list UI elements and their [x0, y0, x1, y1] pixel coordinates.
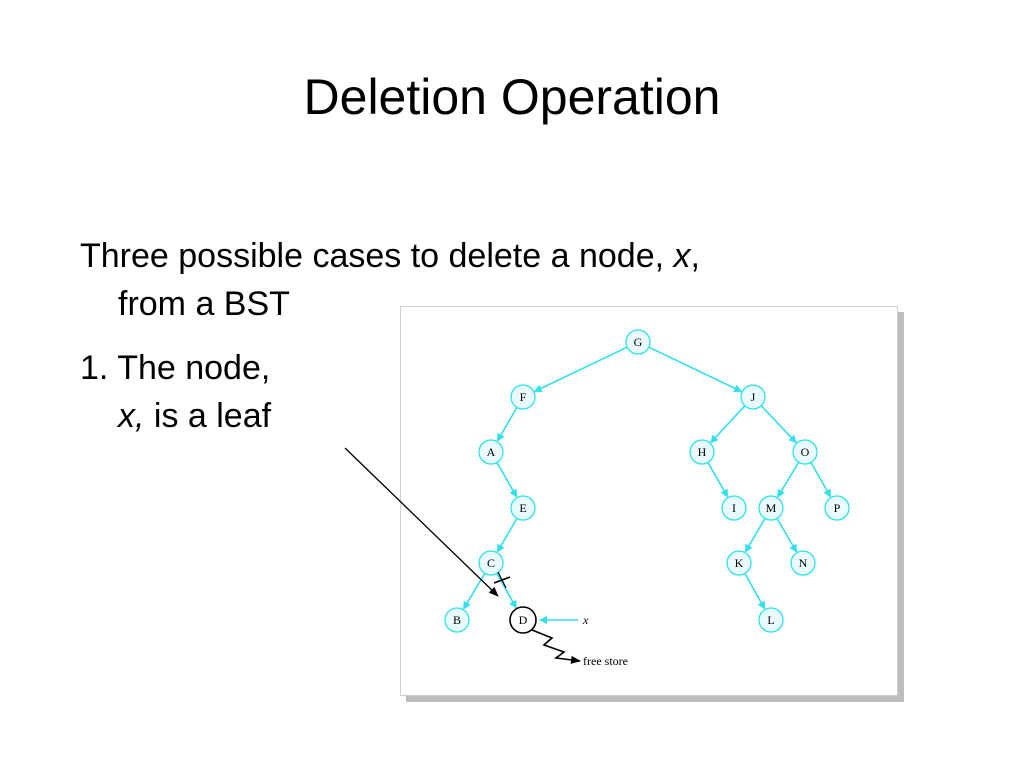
node-j: J: [740, 384, 766, 410]
free-store-arrow: [531, 629, 581, 664]
edge-m-k: [744, 517, 766, 553]
node-label: N: [799, 556, 808, 570]
intro-paragraph: Three possible cases to delete a node, x…: [80, 232, 860, 328]
node-label: F: [520, 390, 527, 404]
node-h: H: [689, 439, 715, 465]
edge-o-m: [777, 461, 800, 498]
node-label: O: [801, 445, 810, 459]
node-label: K: [735, 556, 744, 570]
node-circle: [758, 495, 784, 521]
edge-m-n: [776, 517, 798, 553]
edge-j-o: [760, 405, 797, 444]
node-label: L: [767, 613, 774, 627]
node-circle: [726, 550, 752, 576]
node-circle: [689, 439, 715, 465]
node-m: M: [758, 495, 784, 521]
case-1-paragraph: 1. The node, x, is a leaf: [80, 344, 860, 440]
node-l: L: [758, 607, 784, 633]
tree-edges: [462, 346, 832, 610]
node-k: K: [726, 550, 752, 576]
edge-c-d: [496, 573, 517, 609]
node-label: G: [634, 335, 643, 349]
node-circle: [478, 439, 504, 465]
node-circle: [824, 495, 850, 521]
node-circle: [478, 550, 504, 576]
node-circle: [625, 329, 651, 355]
edge-g-f: [533, 346, 628, 393]
intro-continuation: from a BST: [118, 285, 290, 323]
edge-f-a: [496, 406, 518, 442]
node-e: E: [510, 495, 536, 521]
intro-variable: x: [673, 237, 691, 275]
case-1-tail: is a leaf: [144, 397, 272, 435]
node-n: N: [790, 550, 816, 576]
node-circle: [792, 439, 818, 465]
node-label: J: [751, 390, 756, 404]
intro-text: Three possible cases to delete a node,: [80, 237, 674, 275]
figure-frame: [400, 306, 898, 696]
node-f: F: [510, 384, 536, 410]
node-label: E: [519, 501, 526, 515]
free-store-label: free store: [583, 654, 628, 668]
edge-e-c: [496, 517, 518, 553]
slide-title: Deletion Operation: [303, 69, 721, 125]
edge-c-b: [462, 572, 486, 610]
node-label: A: [487, 445, 496, 459]
node-c: C: [478, 550, 504, 576]
node-circle: [790, 550, 816, 576]
node-circle: [758, 607, 784, 633]
node-label: H: [698, 445, 707, 459]
node-circle: [740, 384, 766, 410]
node-label: I: [732, 501, 736, 515]
pointer-x-label: x: [582, 613, 589, 627]
node-circle: [721, 495, 747, 521]
case-1-variable: x,: [118, 397, 145, 435]
node-label: B: [453, 613, 461, 627]
node-label: C: [487, 556, 495, 570]
slide-body: Three possible cases to delete a node, x…: [80, 232, 860, 440]
node-g: G: [625, 329, 651, 355]
node-circle: [510, 384, 536, 410]
node-label: P: [834, 501, 841, 515]
tree-nodes: G F J A H O E I M P C K N B D L: [444, 329, 850, 634]
node-b: B: [444, 607, 470, 633]
edge-j-h: [710, 405, 746, 444]
callout-arrow: [344, 447, 499, 597]
edge-k-l: [744, 573, 766, 610]
node-p: P: [824, 495, 850, 521]
cut-mark-stroke: [497, 571, 507, 589]
case-1-continuation: x, is a leaf: [80, 392, 860, 440]
edge-a-e: [496, 462, 518, 498]
intro-comma: ,: [690, 237, 700, 275]
node-d-deleted: D: [509, 606, 537, 634]
node-circle: [509, 606, 537, 634]
case-1-text: 1. The node,: [80, 349, 271, 387]
node-label: D: [519, 613, 528, 627]
node-i: I: [721, 495, 747, 521]
node-label: M: [766, 501, 777, 515]
edge-o-p: [810, 462, 832, 498]
node-a: A: [478, 439, 504, 465]
edge-h-i: [707, 462, 729, 498]
edge-g-j: [648, 346, 743, 393]
node-circle: [510, 495, 536, 521]
node-circle: [444, 607, 470, 633]
node-o: O: [792, 439, 818, 465]
